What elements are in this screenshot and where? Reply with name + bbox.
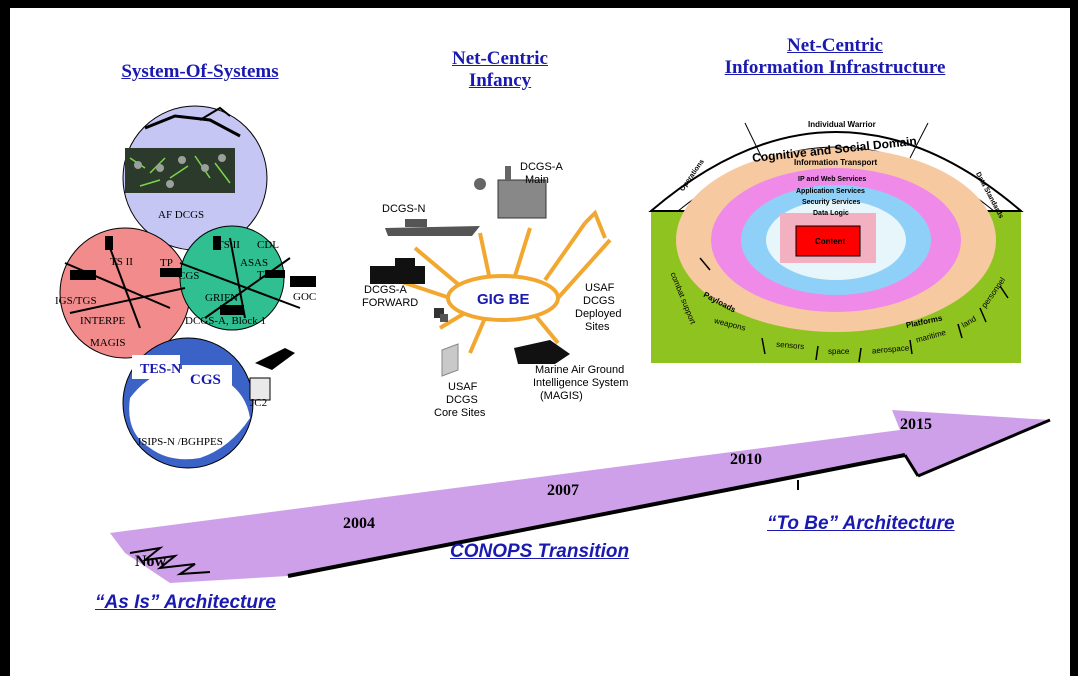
sensors-label: sensors <box>776 340 805 351</box>
tes-n-box <box>132 355 180 379</box>
information-transport-label: Information Transport <box>794 158 877 167</box>
heading-nci-line2: Information Infrastructure <box>724 57 946 78</box>
grifn-label: GRIFN <box>205 292 238 304</box>
dcgs-a-forward-line2: FORWARD <box>362 297 418 309</box>
heading-system-of-systems: System-Of-Systems <box>121 61 279 82</box>
to-be-architecture-label: “To Be” Architecture <box>767 513 955 534</box>
dcgs-n-ship-icon <box>385 226 480 236</box>
aircraft-icon <box>255 348 295 370</box>
cdl-label: CDL <box>257 239 279 251</box>
jc2-building-icon <box>249 377 271 401</box>
igs-tgs-label: IGS/TGS <box>55 295 97 307</box>
gig-be-network: GIG BE DCGS-A Main DCGS-N DCGS-A FORWARD… <box>362 161 628 419</box>
individual-warrior-label: Individual Warrior <box>808 120 876 129</box>
dcgs-a-main-vehicle-icon <box>497 179 547 219</box>
timeline-2010: 2010 <box>730 451 762 468</box>
ts-ii-a-label: TS II <box>110 256 133 268</box>
cgs-box-label: CGS <box>190 372 221 388</box>
jsips-label: JSIPS-N /BGHPES <box>137 436 223 448</box>
globe-landmass <box>129 368 250 460</box>
gig-be-ellipse <box>446 274 560 322</box>
space-label: space <box>828 347 850 356</box>
content-box <box>795 225 861 257</box>
dcgs-a-forward-truck-icon <box>370 266 425 284</box>
tes-n-box-label: TES-N <box>140 362 181 377</box>
dcgs-a-main-line1: DCGS-A <box>520 161 563 173</box>
conops-transition-label: CONOPS Transition <box>450 541 630 562</box>
heading-net-centric-infancy-line1: Net-Centric <box>451 48 548 69</box>
heading-nci-line1: Net-Centric <box>786 35 883 56</box>
aerospace-label: aerospace <box>872 343 911 355</box>
cgs-small-label: CGS <box>178 270 199 282</box>
slide-frame: System-Of-Systems Net-Centric Infancy Ne… <box>10 8 1070 676</box>
af-dcgs-label: AF DCGS <box>158 209 204 221</box>
heading-net-centric-info-infrastructure: Net-Centric Information Infrastructure <box>670 35 1000 79</box>
magis-system-line1: Marine Air Ground <box>535 364 624 376</box>
core-site-box-icon <box>441 343 459 377</box>
magis-vehicle-icon <box>514 340 570 364</box>
usaf-core-line3: Core Sites <box>434 407 486 419</box>
usaf-core-line1: USAF <box>448 381 478 393</box>
tes-label: TES <box>257 269 277 281</box>
data-logic-label: Data Logic <box>813 210 849 217</box>
magis-system-line3: (MAGIS) <box>540 390 583 402</box>
usaf-core-line2: DCGS <box>446 394 478 406</box>
heading-net-centric-infancy: Net-Centric Infancy <box>410 48 590 92</box>
system-of-systems-cluster: AF DCGS TS II TP CGS TS II <box>55 105 316 469</box>
goc-label: GOC <box>293 291 316 303</box>
timeline-2004: 2004 <box>343 515 375 532</box>
tp-label: TP <box>160 257 173 269</box>
infrastructure-dome: Individual Warrior Cognitive and Social … <box>648 120 1024 363</box>
timeline-2015: 2015 <box>900 416 932 433</box>
ip-web-label: IP and Web Services <box>798 176 866 183</box>
dcgs-a-main-line2: Main <box>525 174 549 186</box>
as-is-architecture-label: “As Is” Architecture <box>95 592 276 613</box>
application-services-label: Application Services <box>796 188 865 195</box>
heading-net-centric-infancy-line2: Infancy <box>468 70 532 91</box>
asas-label: ASAS <box>240 257 268 269</box>
dcgs-a-block1-label: DCGS-A, Block 1 <box>185 315 266 327</box>
ts-ii-b-label: TS II <box>217 239 240 251</box>
gig-be-label: GIG BE <box>477 291 530 308</box>
dcgs-a-forward-line1: DCGS-A <box>364 284 407 296</box>
timeline-arrow: Now 2004 2007 2010 2015 <box>110 410 1051 583</box>
magis-circle-label: MAGIS <box>90 337 125 349</box>
magis-system-line2: Intelligence System <box>533 377 628 389</box>
dcgs-n-label: DCGS-N <box>382 203 425 215</box>
security-services-label: Security Services <box>802 199 860 206</box>
usaf-deployed-line2: DCGS <box>583 295 615 307</box>
diagram-canvas: Now 2004 2007 2010 2015 AF DCGS <box>55 105 1051 583</box>
jc2-label: JC2 <box>250 397 267 409</box>
cgs-box <box>182 365 232 391</box>
usaf-deployed-line1: USAF <box>585 282 615 294</box>
timeline-2007: 2007 <box>547 482 579 499</box>
usaf-deployed-line4: Sites <box>585 321 610 333</box>
content-label: Content <box>815 237 846 246</box>
interpe-label: INTERPE <box>80 315 126 327</box>
timeline-now: Now <box>135 553 167 570</box>
usaf-deployed-line3: Deployed <box>575 308 621 320</box>
